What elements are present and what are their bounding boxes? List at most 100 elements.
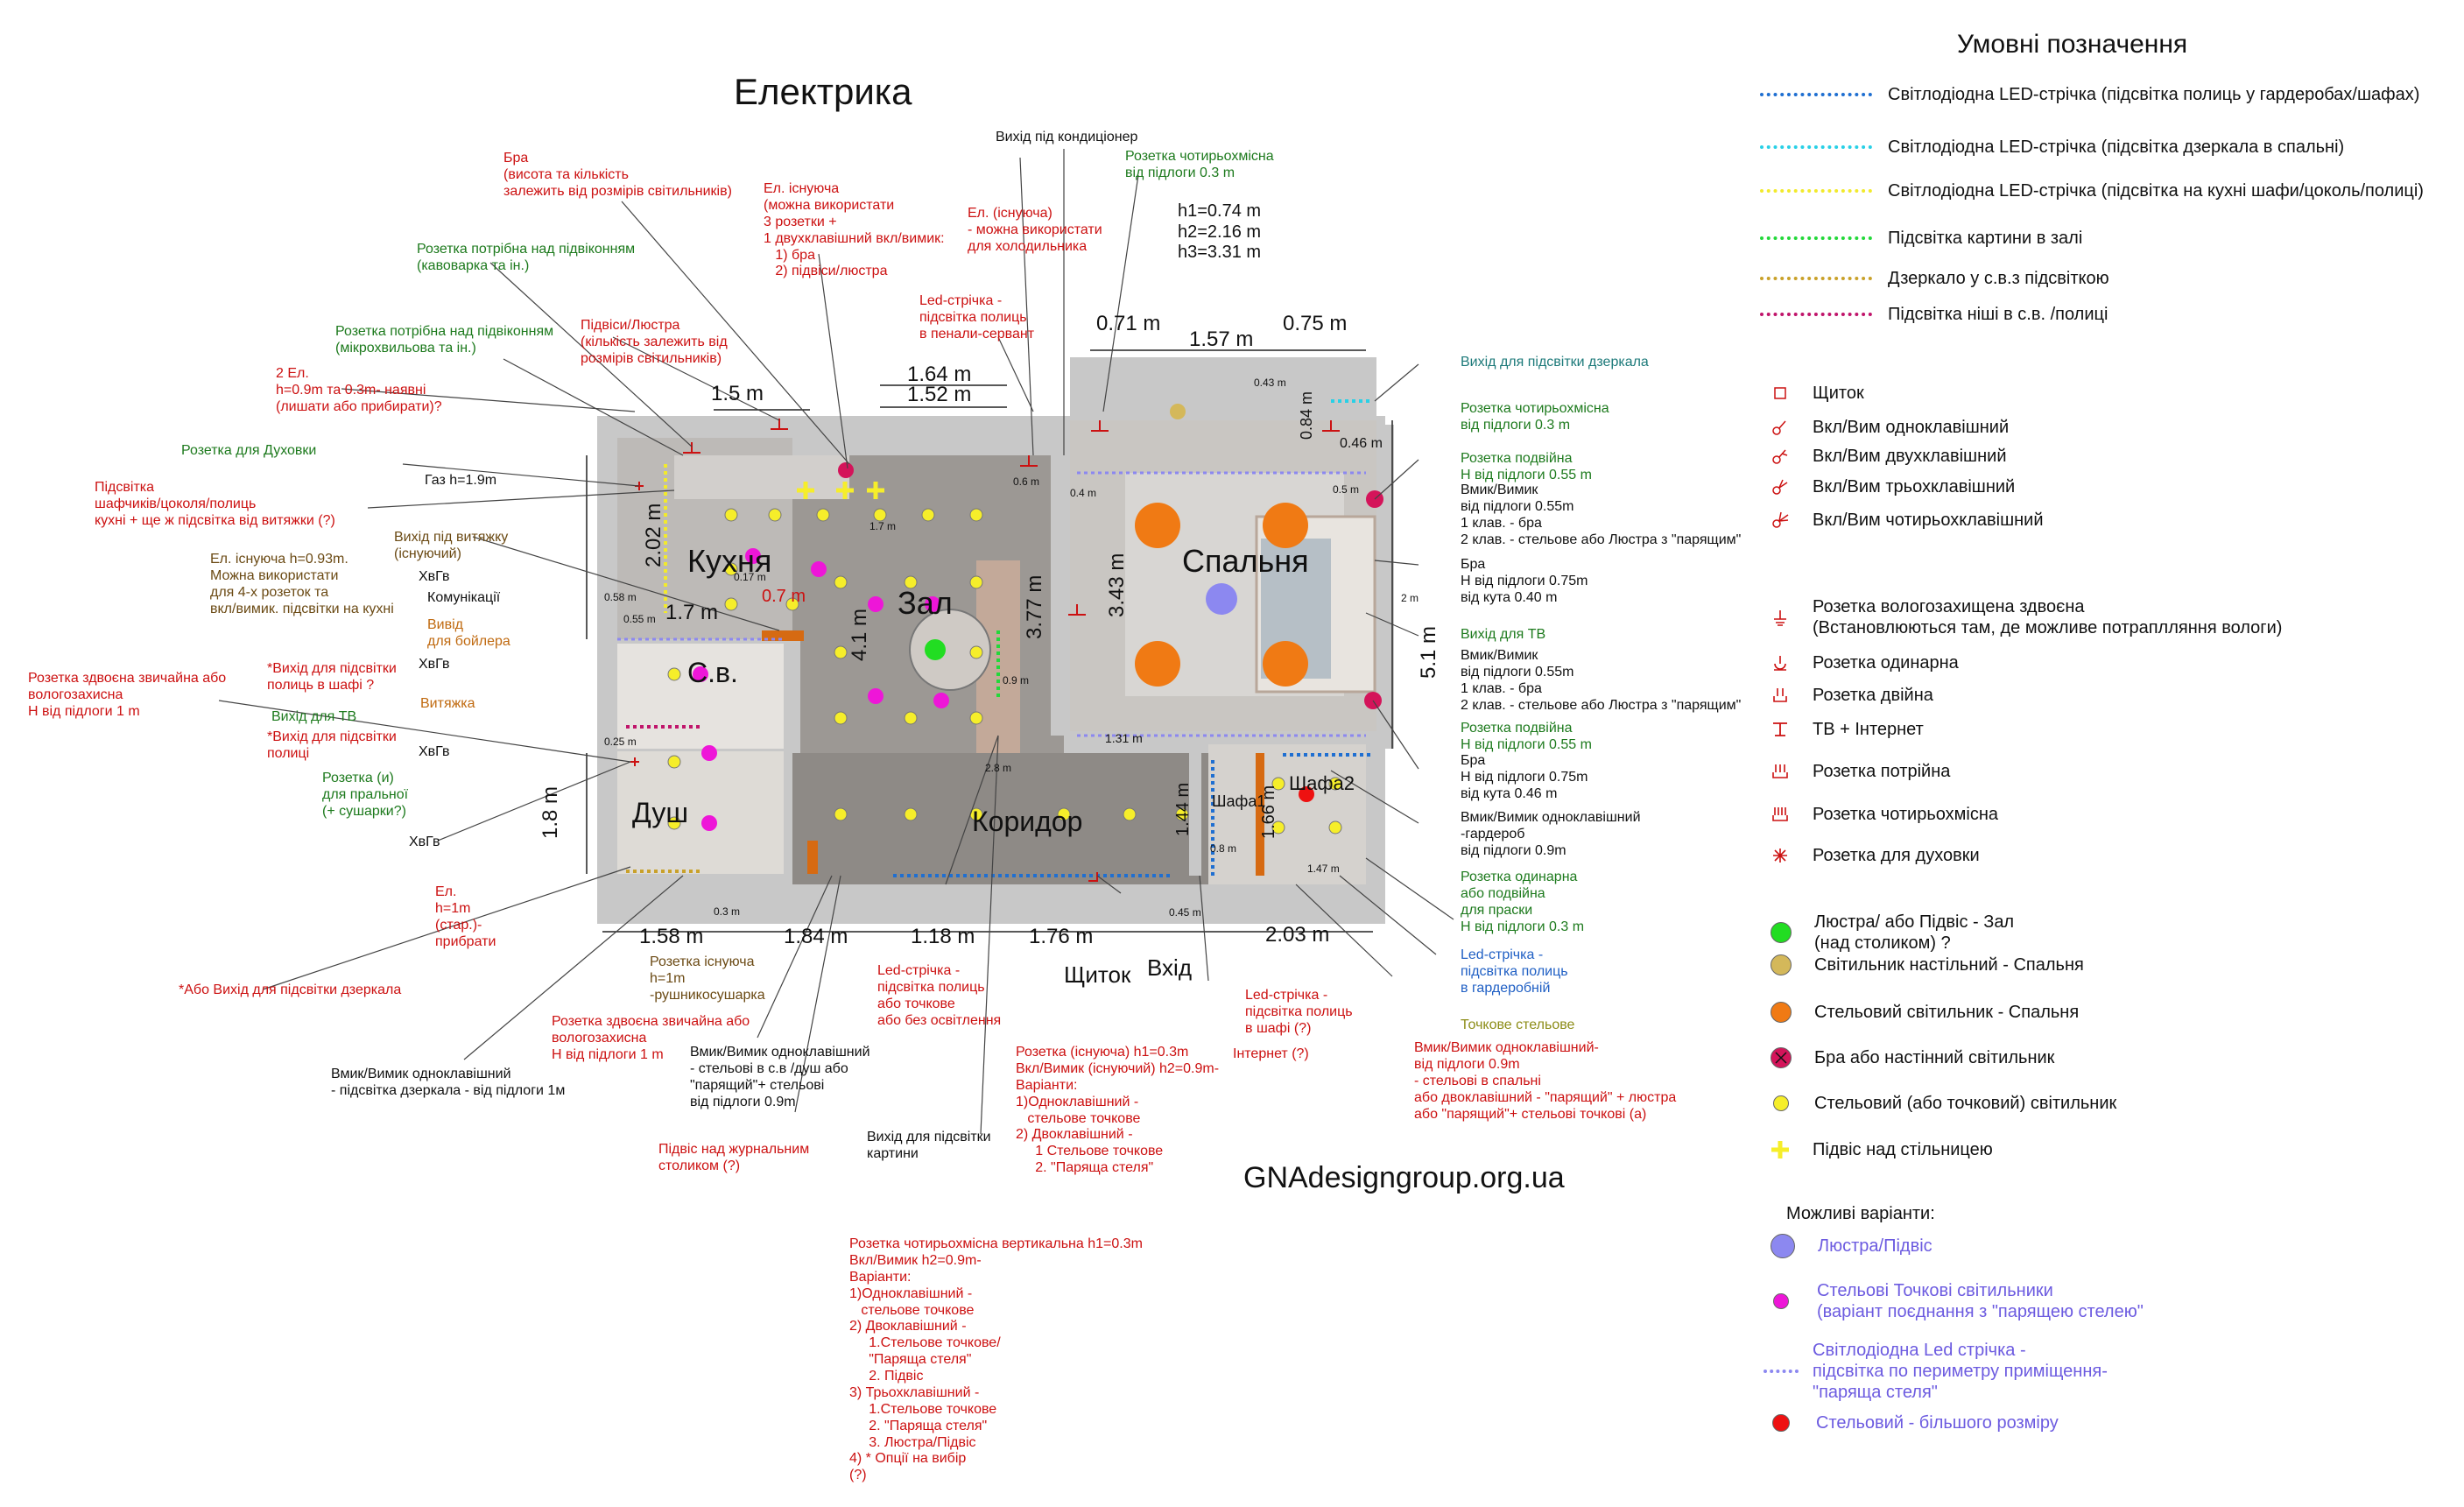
annotation: Розетка потрібна над підвіконням (кавова… xyxy=(417,242,636,273)
small-dim: 0.6 m xyxy=(1013,475,1040,488)
legend-light-item: Люстра/ або Підвіс - Зал (над столиком) … xyxy=(1760,911,2014,954)
legend-line-item: Світлодіодна LED-стрічка (підсвітка поли… xyxy=(1760,81,2419,108)
annotation: Вивід для бойлера xyxy=(427,617,510,649)
bathroom-floor xyxy=(617,644,784,749)
switch-1-icon xyxy=(1769,416,1792,439)
website-label: GNAdesigngroup.org.ua xyxy=(1243,1161,1565,1194)
corridor-floor xyxy=(792,753,1213,884)
legend-symbol-item: Щиток xyxy=(1760,380,1864,406)
annotation: Розетка подвійна Н від підлоги 0.55 m xyxy=(1461,451,1592,482)
annotation: ХвГв xyxy=(419,657,450,672)
annotation: Вмик/Вимик одноклавішний - підсвітка дзе… xyxy=(331,1067,566,1098)
annotation: Витяжка xyxy=(420,696,475,711)
annotation: Вихід для ТВ xyxy=(271,709,357,724)
annotation: Вмик/Вимик від підлоги 0.55m 1 клав. - б… xyxy=(1461,648,1742,713)
dim-label: 1.18 m xyxy=(911,925,975,948)
dim-label: 1.66 m xyxy=(1259,785,1278,839)
small-dim: 0.55 m xyxy=(623,613,656,625)
shower-floor xyxy=(617,751,784,874)
variant-item: Світлодіодна Led стрічка - підсвітка по … xyxy=(1760,1338,2108,1405)
dim-label: 3.43 m xyxy=(1105,553,1129,617)
room-bedroom: Спальня xyxy=(1182,543,1309,579)
room-kitchen: Кухня xyxy=(687,543,772,579)
legend-symbol-item: ТВ + Інтернет xyxy=(1760,716,1924,743)
annotation: Ел. існуюча h=0.93m. Можна використати д… xyxy=(210,552,394,616)
panel-icon xyxy=(1769,382,1792,405)
switch-4-icon xyxy=(1769,509,1792,532)
legend-light-item: Підвіс над стільницею xyxy=(1760,1137,1993,1163)
annotation: Розетка чотирьохмісна від підлоги 0.3 m xyxy=(1461,401,1609,433)
dim-label: 0.46 m xyxy=(1340,436,1383,451)
bedroom-wall xyxy=(1070,357,1376,419)
annotation: Ел. (існуюча) - можна використати для хо… xyxy=(968,206,1102,254)
big-ceiling-variant-icon xyxy=(1772,1414,1790,1432)
small-dim: 1.31 m xyxy=(1105,731,1143,745)
annotation: Розетка чотирьохмісна вертикальна h1=0.3… xyxy=(849,1236,1143,1483)
legend-symbol-item: Вкл/Вим трьохклавішний xyxy=(1760,474,2015,500)
socket-wet-icon xyxy=(1769,606,1792,629)
annotation: Газ h=1.9m xyxy=(425,473,497,488)
small-dim: 0.43 m xyxy=(1254,377,1286,389)
dim-label: 1.76 m xyxy=(1029,925,1094,948)
legend-symbol-item: Розетка потрійна xyxy=(1760,758,1950,785)
annotation: Розетка (існуюча) h1=0.3m Вкл/Вимик (існ… xyxy=(1016,1045,1220,1176)
annotation: Розетка чотирьохмісна від підлоги 0.3 m xyxy=(1125,149,1274,180)
annotation: Вихід для підсвітки дзеркала xyxy=(1461,355,1649,370)
dim-label: 1.57 m xyxy=(1189,327,1254,351)
spot-variant-icon xyxy=(1773,1293,1789,1309)
annotation: Вихід для підсвітки картини xyxy=(867,1130,991,1161)
annotation: Led-стрічка - підсвітка полиць в гардеро… xyxy=(1461,947,1568,996)
annotation: Вихід під витяжку (існуючий) xyxy=(394,530,509,561)
annotation: *Вихід для підсвітки полиці xyxy=(267,729,397,761)
dim-label: 4.1 m xyxy=(848,608,871,661)
ceiling-light-bedroom xyxy=(1263,641,1308,687)
small-dim: 2.8 m xyxy=(985,762,1012,774)
annotation: Підвіс над журнальним столиком (?) xyxy=(658,1142,810,1173)
ceiling-light-bedroom xyxy=(1135,503,1180,548)
small-dim: 0.4 m xyxy=(1070,487,1097,499)
annotation: Розетка (и) для пральної (+ сушарки?) xyxy=(322,771,409,819)
dim-label: 1.7 m xyxy=(665,601,719,624)
small-dim: 0.5 m xyxy=(1333,483,1360,496)
dim-label: 0.84 m xyxy=(1298,391,1315,440)
chandelier-variant-icon xyxy=(1771,1234,1795,1258)
socket-double-icon xyxy=(1769,684,1792,707)
dim-label: 3.77 m xyxy=(1023,574,1046,639)
tv-socket-icon xyxy=(1769,718,1792,741)
annotation: Підвіси/Люстра (кількість залежить від р… xyxy=(581,318,728,366)
dim-label: 1.5 m xyxy=(711,382,764,405)
annotation: Ел. h=1m (стар.)- прибрати xyxy=(435,884,496,949)
annotation: Розетка потрібна над підвіконням (мікрох… xyxy=(335,324,554,356)
annotation: Вмик/Вимик одноклавішний- від підлоги 0.… xyxy=(1414,1040,1677,1122)
annotation: ХвГв xyxy=(419,569,450,584)
page-title: Електрика xyxy=(734,71,912,112)
annotation: Ел. існуюча (можна використати 3 розетки… xyxy=(764,181,945,279)
legend-line-item: Підсвітка картини в залі xyxy=(1760,225,2082,251)
annotation: Вмик/Вимик одноклавішний -гардероб від п… xyxy=(1461,810,1641,858)
dim-label: 0.71 m xyxy=(1096,312,1161,335)
legend-symbol-item: Розетка чотирьохмісна xyxy=(1760,801,1998,827)
chandelier-hall xyxy=(925,639,946,660)
ceiling-light-bedroom xyxy=(1263,503,1308,548)
annotation: Розетка подвійна Н від підлоги 0.55 m xyxy=(1461,721,1592,752)
legend-light-item: Стельовий світильник - Спальня xyxy=(1760,999,2079,1025)
variant-item: Люстра/Підвіс xyxy=(1760,1233,1932,1259)
annotation: Бра (висота та кількість залежить від ро… xyxy=(503,151,732,199)
legend-symbol-item: Вкл/Вим чотирьохклавішний xyxy=(1760,507,2044,533)
annotation: Точкове стельове xyxy=(1461,1018,1575,1032)
socket-quad-icon xyxy=(1769,803,1792,826)
h-values: h1=0.74 m h2=2.16 m h3=3.31 m xyxy=(1178,201,1262,263)
variant-item: Стельовий - більшого розміру xyxy=(1760,1410,2059,1436)
small-dim: 0.8 m xyxy=(1210,842,1237,855)
legend-symbol-item: Вкл/Вим двухклавішний xyxy=(1760,443,2006,469)
small-dim: 0.3 m xyxy=(714,905,741,918)
legend-title: Умовні позначення xyxy=(1957,30,2188,59)
switch-3-icon xyxy=(1769,475,1792,498)
annotation: Бра Н від підлоги 0.75m від кута 0.46 m xyxy=(1461,753,1588,801)
small-dim: 1.47 m xyxy=(1307,863,1340,875)
annotation: Розетка для Духовки xyxy=(181,443,317,458)
legend-line-item: Світлодіодна LED-стрічка (підсвітка на к… xyxy=(1760,178,2424,204)
dim-label: 1.44 m xyxy=(1173,782,1193,836)
small-dim: 0.58 m xyxy=(604,591,637,603)
annotation: Вмик/Вимик одноклавішний - стельові в с.… xyxy=(690,1045,870,1109)
